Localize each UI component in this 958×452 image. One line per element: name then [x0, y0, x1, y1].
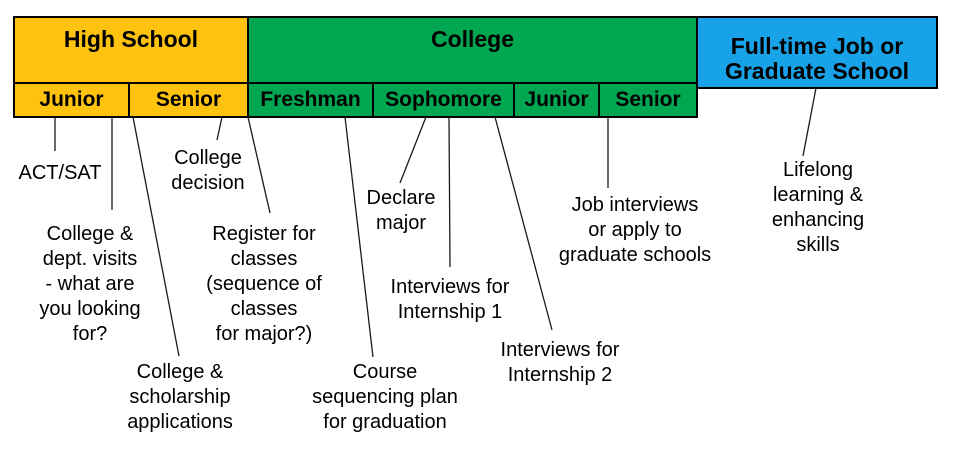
- stage-college-senior: Senior: [598, 82, 698, 118]
- note-register-for-classes: Register for classes (sequence of classe…: [206, 223, 322, 345]
- note-declare-major: Declare major: [366, 187, 436, 234]
- section-college-label: College: [430, 26, 515, 52]
- note-job-interviews: Job interviews or apply to graduate scho…: [558, 194, 712, 266]
- note-lifelong-learning: Lifelong learning & enhancing skills: [771, 159, 865, 256]
- stage-college-senior-label: Senior: [615, 88, 681, 111]
- note-college-decision: College decision: [171, 147, 245, 194]
- stage-college-sophomore-label: Sophomore: [385, 88, 502, 111]
- note-interviews-internship-2: Interviews for Internship 2: [500, 339, 620, 386]
- note-act-sat: ACT/SAT: [18, 162, 102, 184]
- section-high-school-label: High School: [63, 26, 199, 52]
- section-high-school: High School: [13, 16, 249, 84]
- section-fulltime-job-grad-school-label: Full-time Job or Graduate School: [724, 33, 910, 84]
- stage-college-junior: Junior: [513, 82, 600, 118]
- stage-hs-junior-label: Junior: [39, 88, 104, 111]
- note-college-dept-visits: College & dept. visits - what are you lo…: [39, 223, 141, 345]
- connector-college-scholarship: [132, 116, 180, 357]
- connector-course-sequencing: [344, 116, 374, 358]
- connector-register-for-classes: [247, 116, 271, 214]
- stage-college-sophomore: Sophomore: [372, 82, 515, 118]
- section-fulltime-job-grad-school: Full-time Job or Graduate School: [696, 16, 938, 89]
- note-college-scholarship-applications: College & scholarship applications: [127, 361, 233, 433]
- connector-declare-major: [399, 116, 427, 184]
- connector-internship-1: [448, 116, 451, 268]
- connector-college-decision: [216, 116, 223, 141]
- stage-college-freshman-label: Freshman: [260, 88, 361, 111]
- connector-internship-2: [494, 116, 553, 331]
- note-course-sequencing-plan: Course sequencing plan for graduation: [312, 361, 458, 433]
- note-interviews-internship-1: Interviews for Internship 1: [390, 276, 510, 323]
- stage-hs-senior: Senior: [128, 82, 249, 118]
- stage-college-freshman: Freshman: [247, 82, 374, 118]
- stage-hs-senior-label: Senior: [155, 88, 222, 111]
- stage-college-junior-label: Junior: [524, 88, 589, 111]
- stage-hs-junior: Junior: [13, 82, 130, 118]
- connector-lifelong-learning: [802, 87, 817, 157]
